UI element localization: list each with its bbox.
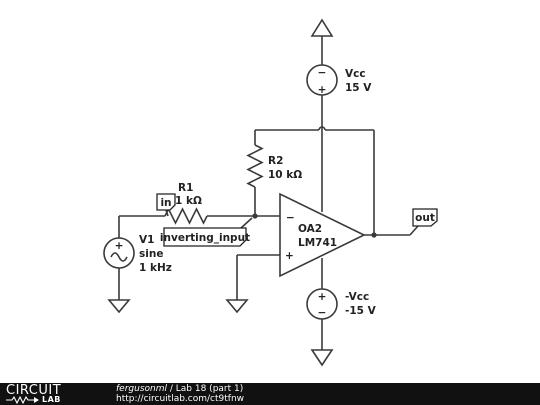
out-net-tag[interactable] [412,208,438,227]
schematic-canvas: − + Vcc 15 V R2 10 kΩ R1 1 kΩ + V1 sine … [103,18,438,367]
vcc-source-minus: − [318,67,327,79]
inverting-tag-lead [240,217,253,229]
v1-type: sine [139,248,163,260]
r1-resistor [164,207,208,225]
in-tag-lead [165,209,169,217]
author-name[interactable]: fergusonml [116,384,167,394]
circuit-title: Lab 18 (part 1) [175,384,244,394]
vcc-name: Vcc [345,68,366,80]
r1-value: 1 kΩ [175,195,202,207]
out-net-label: out [415,212,435,224]
r2-name: R2 [268,155,283,167]
logo-lab-text: LAB [42,395,61,404]
opamp-triangle [279,192,366,278]
opamp-plus-pin: + [285,250,294,262]
vee-value: -15 V [345,305,377,317]
vee-name: -Vcc [345,291,369,303]
logo-resistor-icon [6,396,39,404]
vee-supply-arrow [310,349,334,367]
opamp-model: LM741 [298,237,337,249]
circuit-url[interactable]: http://circuitlab.com/ct9tfnw [116,394,245,404]
opamp-name: OA2 [298,223,322,235]
vcc-supply-arrow [310,18,334,37]
v1-sine-wave [110,252,128,262]
title-separator: / [167,384,176,394]
vcc-value: 15 V [345,82,372,94]
in-net-tag[interactable] [156,193,176,211]
v1-source-plus: + [115,240,124,252]
noninv-ground-symbol [225,299,249,314]
logo-circuit-text: CIRCUIT [6,383,62,398]
output-tag-lead [409,225,419,236]
output-junction [371,232,377,238]
footer-title-line: fergusonml / Lab 18 (part 1) [116,384,243,394]
vee-source-minus: − [318,307,327,319]
vee-source-plus: + [318,291,327,303]
inverting-net-label: inverting_input [160,232,250,244]
vcc-source-plus: + [318,84,327,96]
v1-name: V1 [139,234,154,246]
v1-ground-symbol [107,299,131,314]
feedback-hop [318,126,326,131]
footer-bar: CIRCUIT LAB fergusonml / Lab 18 (part 1)… [0,383,540,405]
inverting-junction [252,213,258,219]
opamp-minus-pin: − [286,212,295,224]
r2-value: 10 kΩ [268,169,302,181]
r2-resistor [246,144,264,188]
v1-frequency: 1 kHz [139,262,172,274]
inverting-net-tag[interactable] [163,227,247,247]
circuitlab-logo[interactable]: CIRCUIT LAB [6,384,94,404]
r1-name: R1 [178,182,193,194]
in-net-label: in [160,197,171,209]
